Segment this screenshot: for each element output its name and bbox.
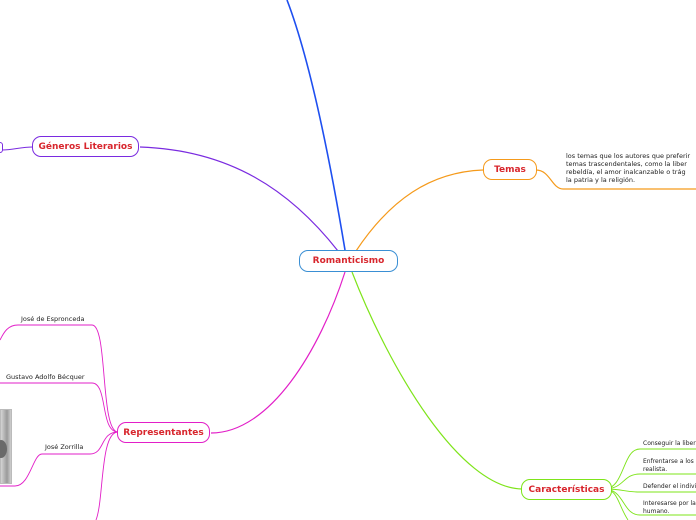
- connector-temas-text: [535, 169, 696, 190]
- topic-caracteristicas[interactable]: Características: [521, 479, 612, 500]
- topic-temas[interactable]: Temas: [483, 159, 537, 180]
- connector-generos: [139, 146, 339, 252]
- generos-label: Géneros Literarios: [38, 141, 133, 152]
- representante-becquer[interactable]: Gustavo Adolfo Bécquer: [6, 373, 85, 381]
- representantes-label: Representantes: [123, 427, 204, 438]
- topic-generos-literarios[interactable]: Géneros Literarios: [32, 136, 139, 157]
- central-topic-node[interactable]: Romanticismo: [299, 250, 398, 272]
- temas-label: Temas: [494, 164, 526, 175]
- central-topic-label: Romanticismo: [312, 256, 385, 266]
- caracteristica-3[interactable]: Defender el individu: [643, 483, 696, 490]
- connector-representantes: [210, 271, 346, 434]
- caracteristica-1[interactable]: Conseguir la liberta: [643, 440, 696, 447]
- connector-temas: [355, 169, 484, 252]
- caracteristica-4[interactable]: Interesarse por las humano.: [643, 500, 696, 515]
- topic-representantes[interactable]: Representantes: [117, 422, 210, 443]
- representante-espronceda[interactable]: José de Espronceda: [21, 315, 85, 323]
- connector-top-branch: [286, 0, 346, 251]
- caracteristicas-label: Características: [528, 484, 605, 495]
- portrait-face-shape: [0, 440, 7, 458]
- representantes-leaf-connectors: [0, 324, 119, 520]
- connector-rep-lower: [95, 431, 119, 520]
- representante-zorrilla[interactable]: José Zorrilla: [45, 443, 84, 451]
- connector-becquer: [0, 382, 119, 433]
- caracteristica-2[interactable]: Enfrentarse a los p realista.: [643, 458, 696, 473]
- connector-generos-stub: [1, 146, 34, 151]
- generos-offscreen-node[interactable]: [0, 142, 3, 153]
- connector-zorrilla: [0, 431, 119, 487]
- zorrilla-portrait-image: [0, 409, 12, 484]
- temas-description: los temas que los autores que preferir t…: [566, 152, 691, 184]
- connector-caracteristicas: [351, 271, 523, 490]
